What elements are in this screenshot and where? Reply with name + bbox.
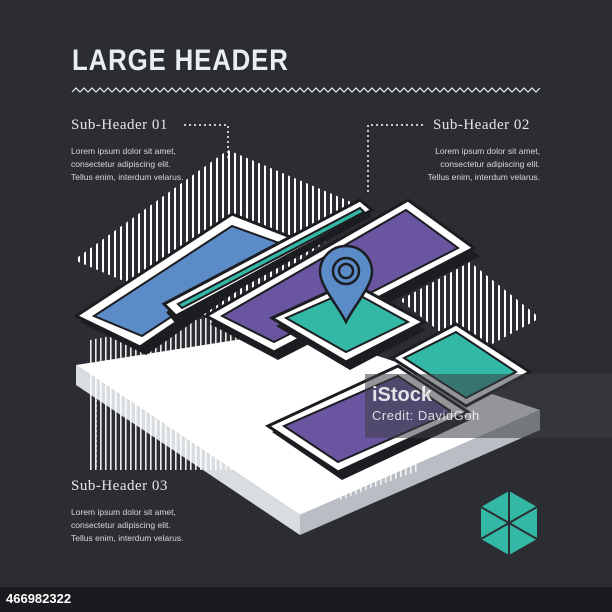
body-line: consectetur adipiscing elit. — [71, 159, 171, 169]
sub-header-01: Sub-Header 01 — [71, 117, 168, 133]
teal-strip — [176, 206, 366, 310]
body-line: Tellus enim, interdum velarus. — [427, 172, 540, 182]
leader-line-02 — [367, 124, 423, 195]
body-text-02: Lorem ipsum dolor sit amet, consectetur … — [380, 145, 540, 184]
body-line: Tellus enim, interdum velarus. — [71, 533, 184, 543]
body-line: Lorem ipsum dolor sit amet, — [71, 507, 176, 517]
sub-header-03: Sub-Header 03 — [71, 478, 168, 494]
watermark-credit: Credit: DavidGoh — [372, 408, 480, 423]
striped-layer-right — [400, 262, 540, 356]
base-slab-front — [300, 410, 540, 535]
body-line: Lorem ipsum dolor sit amet, — [71, 146, 176, 156]
body-text-01: Lorem ipsum dolor sit amet, consectetur … — [71, 145, 183, 184]
body-line: consectetur adipiscing elit. — [71, 520, 171, 530]
page-title: LARGE HEADER — [72, 44, 289, 77]
watermark-overlay — [365, 374, 612, 438]
map-pin-icon — [318, 244, 374, 325]
body-line: Lorem ipsum dolor sit amet, — [435, 146, 540, 156]
watermark-logo: iStock — [372, 384, 433, 406]
body-line: Tellus enim, interdum velarus. — [71, 172, 184, 182]
body-line: consectetur adipiscing elit. — [440, 159, 540, 169]
zigzag-divider — [71, 87, 541, 93]
body-text-03: Lorem ipsum dolor sit amet, consectetur … — [71, 506, 183, 545]
hexagon-cube-icon — [480, 491, 538, 555]
image-id: 466982322 — [6, 591, 72, 606]
sub-header-02: Sub-Header 02 — [433, 117, 530, 133]
footer-bar — [0, 587, 612, 612]
